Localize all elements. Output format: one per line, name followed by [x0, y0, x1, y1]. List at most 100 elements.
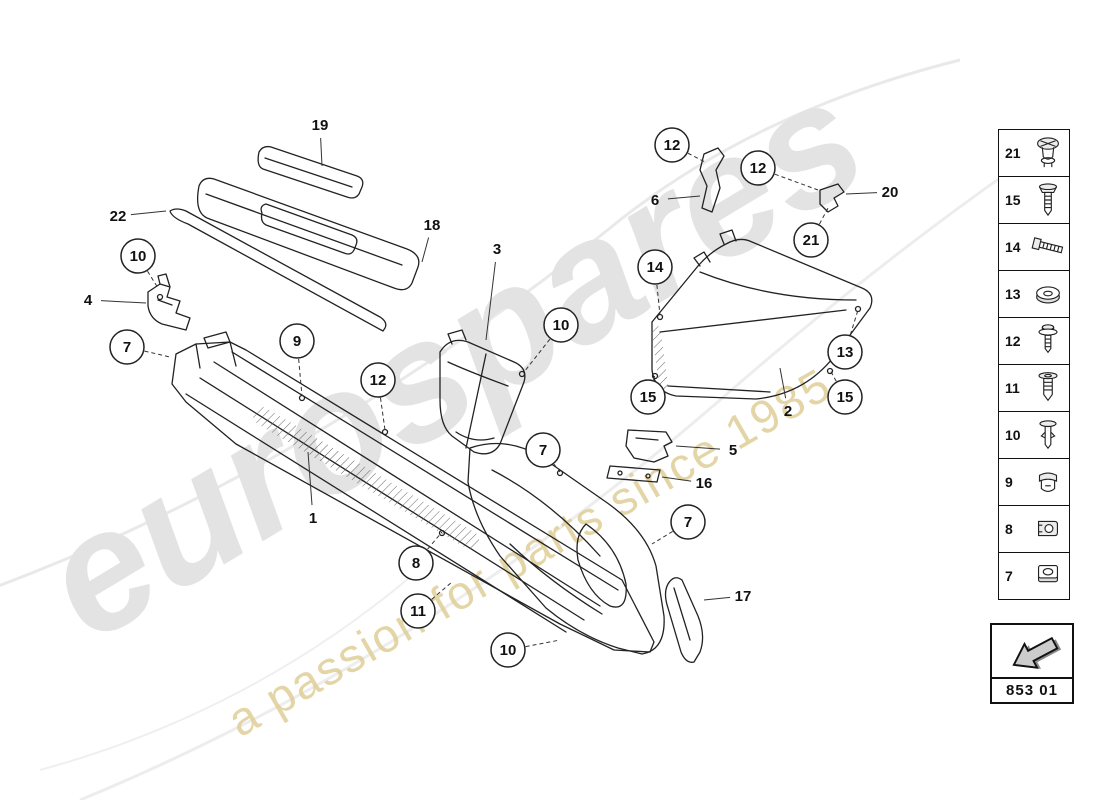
callout-circle: [543, 307, 579, 343]
callout-number: 5: [729, 442, 737, 459]
back-arrow-icon[interactable]: [992, 625, 1072, 677]
callout-15[interactable]: 15: [630, 374, 666, 415]
legend-item-7[interactable]: 7: [998, 552, 1070, 600]
square-nut-icon: [1031, 556, 1065, 596]
callout-14[interactable]: 14: [637, 249, 673, 316]
callout-number: 7: [539, 442, 547, 459]
callout-3[interactable]: 3: [485, 241, 501, 341]
callout-circle: [637, 249, 673, 285]
callout-circle: [398, 545, 434, 581]
callout-11[interactable]: 11: [400, 581, 453, 629]
spring-clamp-icon: [1031, 462, 1065, 502]
callout-5[interactable]: 5: [675, 442, 737, 459]
legend-item-12[interactable]: 12: [998, 317, 1070, 365]
legend-item-21[interactable]: 21: [998, 129, 1070, 177]
callout-7[interactable]: 7: [109, 329, 171, 365]
legend-number: 21: [1005, 145, 1021, 161]
part-2-wheel-housing-member: [651, 229, 873, 400]
callout-2[interactable]: 2: [779, 367, 792, 420]
callout-number: 4: [84, 292, 93, 309]
screw-washer-icon: [1031, 321, 1065, 361]
callout-leader-line: [147, 270, 159, 289]
callout-4[interactable]: 4: [84, 292, 147, 309]
callout-12[interactable]: 12: [360, 362, 396, 431]
callout-leader-line: [774, 173, 819, 191]
callout-leader-line: [849, 309, 859, 335]
legend-item-13[interactable]: 13: [998, 270, 1070, 318]
legend-number: 12: [1005, 333, 1021, 349]
grommet-fastener-icon: [1031, 133, 1065, 173]
callout-number: 11: [410, 603, 426, 620]
callout-circle: [827, 379, 863, 415]
callout-leader-line: [298, 358, 303, 397]
callout-circle: [490, 632, 526, 668]
callout-leader-line: [829, 369, 837, 382]
callout-7[interactable]: 7: [525, 432, 561, 473]
callout-number: 19: [312, 117, 329, 134]
callout-16[interactable]: 16: [661, 475, 712, 492]
legend-number: 9: [1005, 474, 1013, 490]
callout-number: 3: [493, 241, 501, 258]
legend-item-14[interactable]: 14: [998, 223, 1070, 271]
callout-leader-line: [525, 639, 561, 648]
callout-number: 12: [750, 160, 767, 177]
callout-19[interactable]: 19: [312, 117, 329, 167]
callout-leader-line: [307, 451, 313, 506]
legend-item-15[interactable]: 15: [998, 176, 1070, 224]
callout-leader-line: [553, 463, 561, 473]
hex-bolt-icon: [1031, 227, 1065, 267]
callout-leader-line: [667, 195, 701, 200]
legend-number: 10: [1005, 427, 1021, 443]
callout-number: 20: [882, 184, 899, 201]
watermark: eurospares a passion for parts since 198…: [0, 42, 1041, 800]
part-4-front-bracket: [147, 273, 191, 331]
diagram-nav-box: 853 01: [990, 623, 1074, 704]
part-5-support-bracket: [625, 429, 673, 463]
callout-1[interactable]: 1: [307, 451, 317, 527]
callout-circle: [109, 329, 145, 365]
part-16-plate: [606, 465, 661, 483]
callout-10[interactable]: 10: [523, 307, 579, 373]
callout-7[interactable]: 7: [651, 504, 706, 545]
callout-17[interactable]: 17: [703, 588, 751, 605]
legend-item-8[interactable]: 8: [998, 505, 1070, 553]
callout-number: 1: [309, 510, 317, 527]
callout-number: 10: [553, 317, 570, 334]
callout-number: 12: [664, 137, 681, 154]
part-19-sill-trim-strip: [257, 145, 364, 199]
callout-number: 21: [803, 232, 820, 249]
callout-10[interactable]: 10: [490, 632, 561, 668]
callout-6[interactable]: 6: [651, 192, 701, 209]
callout-circle: [670, 504, 706, 540]
callout-circle: [827, 334, 863, 370]
legend-item-11[interactable]: 11: [998, 364, 1070, 412]
legend-number: 7: [1005, 568, 1013, 584]
part-22-seal-strip: [169, 208, 387, 332]
callout-leader-line: [703, 596, 731, 601]
callout-10[interactable]: 10: [120, 238, 159, 289]
callout-15[interactable]: 15: [827, 369, 863, 415]
callout-12[interactable]: 12: [654, 127, 706, 163]
callout-20[interactable]: 20: [845, 184, 899, 201]
fastener-legend: 21 15: [998, 129, 1070, 600]
callout-12[interactable]: 12: [740, 150, 819, 191]
callout-13[interactable]: 13: [827, 309, 863, 370]
legend-item-10[interactable]: 10: [998, 411, 1070, 459]
callout-circle: [654, 127, 690, 163]
callout-circle: [525, 432, 561, 468]
legend-number: 8: [1005, 521, 1013, 537]
callout-leader-line: [427, 531, 443, 550]
push-clip-icon: [1031, 415, 1065, 455]
legend-item-9[interactable]: 9: [998, 458, 1070, 506]
callout-leader-line: [661, 476, 692, 482]
parts-line-art: [147, 145, 873, 663]
legend-number: 14: [1005, 239, 1021, 255]
callout-number: 15: [837, 389, 854, 406]
callout-18[interactable]: 18: [421, 217, 440, 263]
callout-circle: [120, 238, 156, 274]
callout-9[interactable]: 9: [279, 323, 315, 397]
callout-leader-line: [656, 284, 661, 316]
callout-8[interactable]: 8: [398, 531, 443, 581]
callout-22[interactable]: 22: [110, 208, 167, 225]
callout-21[interactable]: 21: [793, 207, 829, 258]
